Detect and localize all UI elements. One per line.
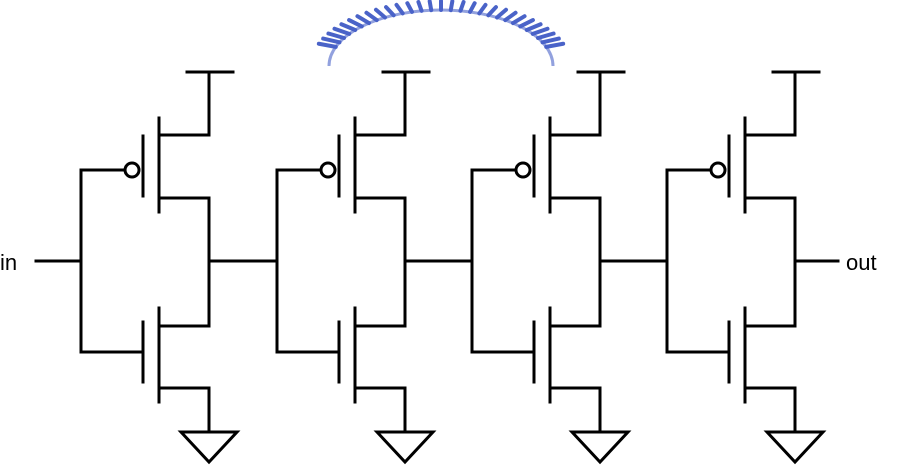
- seal-tick: [503, 10, 518, 23]
- seal-tick: [448, 0, 455, 13]
- output-label: out: [846, 250, 877, 275]
- inverter-stage-2: [275, 70, 437, 465]
- seal-tick: [510, 14, 527, 26]
- seal-tick: [355, 14, 372, 26]
- seal-tick: [339, 22, 358, 33]
- seal-tick: [540, 36, 561, 45]
- seal-tick: [427, 0, 434, 13]
- pmos-bubble-icon: [319, 161, 337, 179]
- ground-symbol-icon: [568, 430, 632, 465]
- seal-tick: [495, 7, 508, 20]
- inverter-stages: [79, 70, 827, 465]
- inverter-stage-3: [470, 70, 632, 465]
- seal-tick: [524, 22, 543, 33]
- seal-tick: [535, 31, 556, 40]
- seal-tick: [374, 7, 387, 20]
- pmos-bubble-icon: [514, 161, 532, 179]
- ground-symbol-icon: [373, 430, 437, 465]
- seal-tick: [326, 31, 347, 40]
- pmos-bubble-icon: [123, 161, 141, 179]
- seal-tick: [321, 36, 342, 45]
- pmos-bubble-icon: [709, 161, 727, 179]
- seal-arc: [327, 8, 555, 67]
- seal-tick: [316, 41, 338, 49]
- seal-tick: [364, 10, 379, 23]
- ground-symbol-icon: [177, 430, 241, 465]
- seal-tick: [530, 26, 550, 36]
- seal-tick: [332, 26, 352, 36]
- input-label: in: [0, 250, 17, 275]
- ground-symbol-icon: [763, 430, 827, 465]
- inverter-stage-1: [79, 70, 241, 465]
- seal-tick: [544, 41, 566, 49]
- inverter-stage-4: [665, 70, 827, 465]
- university-seal-watermark-icon: [316, 0, 566, 67]
- seal-tick: [518, 18, 535, 29]
- seal-tick: [347, 18, 364, 29]
